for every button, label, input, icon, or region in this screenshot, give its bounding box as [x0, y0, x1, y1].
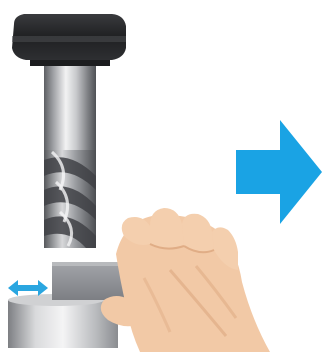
right-arrow-icon [236, 120, 322, 224]
machine-base [8, 294, 118, 348]
double-arrow-icon [8, 280, 48, 296]
tool-holder [12, 14, 126, 66]
hand [101, 208, 270, 352]
end-mill-tool [44, 150, 96, 248]
tool-shank [44, 66, 96, 154]
